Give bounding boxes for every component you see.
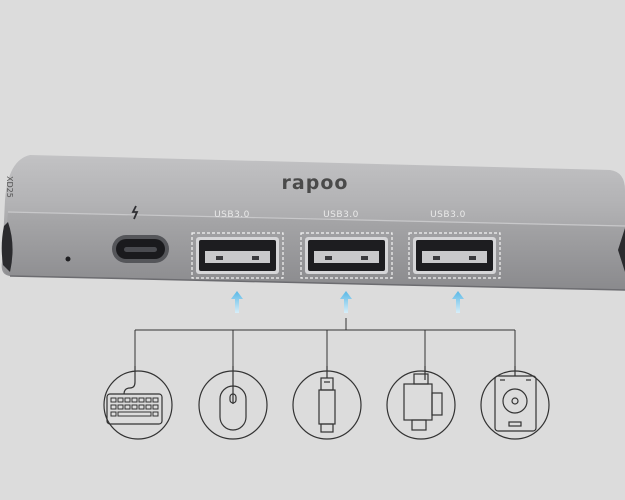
usb-port-3 — [408, 232, 501, 279]
usb-port-label-3: USB3.0 — [430, 210, 466, 220]
status-led — [65, 256, 71, 262]
usb-flash-drive-icon — [292, 366, 362, 440]
arrow-up-icon-1 — [231, 291, 243, 313]
usb-port-label-2: USB3.0 — [323, 210, 359, 220]
arrow-up-icon-2 — [340, 291, 352, 313]
arrow-up-icon-3 — [452, 291, 464, 313]
power-lightning-icon — [131, 205, 139, 220]
side-text: XD25 — [5, 176, 14, 198]
mouse-icon — [198, 366, 268, 440]
connector-lines — [134, 318, 516, 366]
brand-logo: rapoo — [281, 172, 349, 194]
keyboard-icon — [103, 366, 173, 440]
usb-port-1 — [191, 232, 284, 279]
usb-port-label-1: USB3.0 — [214, 210, 250, 220]
usb-port-2 — [300, 232, 393, 279]
card-reader-icon — [386, 366, 456, 440]
hard-drive-icon — [480, 366, 550, 440]
